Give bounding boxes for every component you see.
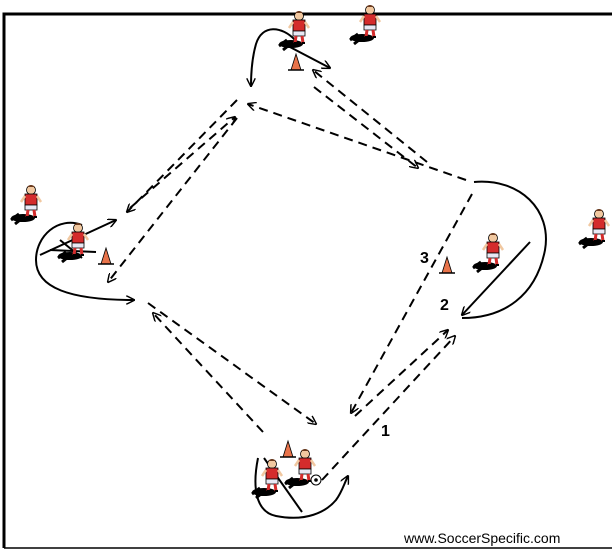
- pass-line: [313, 70, 428, 163]
- cone-icon: [279, 440, 297, 458]
- player-icon: [577, 207, 611, 250]
- pass-line: [351, 193, 473, 413]
- ball-icon: [310, 474, 322, 486]
- pass-line: [127, 99, 238, 212]
- step-label-2: 2: [440, 297, 449, 314]
- player-icon: [9, 183, 43, 226]
- pass-line: [321, 336, 455, 481]
- cone-icon: [287, 53, 305, 71]
- run-path: [34, 222, 134, 300]
- pass-line: [129, 117, 235, 209]
- player-icon: [471, 231, 505, 274]
- step-label-3: 3: [420, 250, 429, 267]
- field-boundary: [2, 12, 612, 548]
- player-icon: [348, 3, 382, 46]
- run-path: [462, 241, 531, 315]
- pass-lines: [108, 70, 473, 481]
- run-paths: [34, 28, 547, 519]
- step-label-1: 1: [381, 423, 390, 440]
- pass-line: [354, 330, 448, 417]
- website-link[interactable]: www.SoccerSpecific.com: [404, 530, 561, 546]
- pass-line: [313, 86, 418, 168]
- run-path: [461, 180, 547, 319]
- run-path: [287, 45, 330, 68]
- cone-icon: [438, 256, 456, 274]
- pass-line: [248, 104, 467, 181]
- pass-line: [153, 313, 264, 433]
- cone-icon: [97, 247, 115, 265]
- pass-line: [147, 302, 316, 424]
- run-path: [251, 28, 296, 86]
- pass-line: [108, 117, 238, 282]
